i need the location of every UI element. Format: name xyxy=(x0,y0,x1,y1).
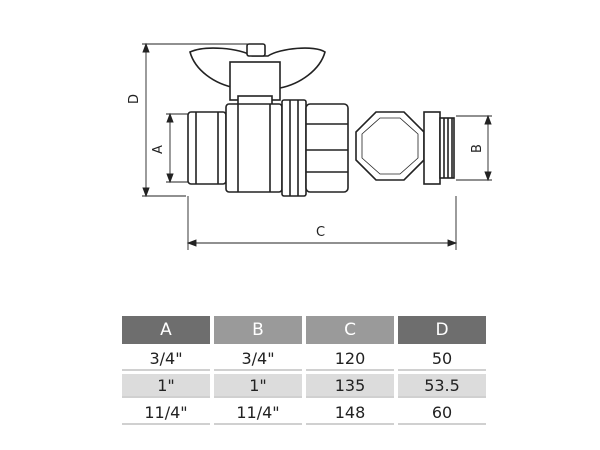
valve-stem xyxy=(229,61,281,101)
union-nut xyxy=(305,103,349,193)
table-header-row: A B C D xyxy=(122,316,486,344)
dimension-lines xyxy=(142,42,492,250)
table-cell: 148 xyxy=(306,401,394,425)
table-cell: 50 xyxy=(398,347,486,371)
table-row: 1" 1" 135 53.5 xyxy=(122,374,486,398)
body-neck xyxy=(281,99,307,197)
table-cell: 11/4" xyxy=(122,401,210,425)
table-cell: 135 xyxy=(306,374,394,398)
table-cell: 53.5 xyxy=(398,374,486,398)
table-cell: 1" xyxy=(214,374,302,398)
female-end xyxy=(187,111,227,185)
table-cell: 3/4" xyxy=(214,347,302,371)
male-end xyxy=(423,111,441,185)
table-cell: 60 xyxy=(398,401,486,425)
table-cell: 120 xyxy=(306,347,394,371)
dimension-label-b: B xyxy=(470,144,485,153)
central-body xyxy=(225,103,283,193)
dimension-label-c: C xyxy=(316,225,325,240)
table-row: 3/4" 3/4" 120 50 xyxy=(122,347,486,371)
table-header-d: D xyxy=(398,316,486,344)
table-row: 11/4" 11/4" 148 60 xyxy=(122,401,486,425)
valve-technical-drawing: D A B C xyxy=(127,42,492,250)
dimension-spec-table: A B C D 3/4" 3/4" 120 50 1" 1" 135 53.5 … xyxy=(118,313,490,428)
dimension-label-a: A xyxy=(151,145,166,154)
table-cell: 3/4" xyxy=(122,347,210,371)
table-header-b: B xyxy=(214,316,302,344)
table-header-c: C xyxy=(306,316,394,344)
table-cell: 1" xyxy=(122,374,210,398)
handle-nut xyxy=(246,43,266,57)
valve-body xyxy=(187,43,455,197)
octagon-nut xyxy=(355,111,425,181)
table-cell: 11/4" xyxy=(214,401,302,425)
dimension-label-d: D xyxy=(127,94,142,104)
table-header-a: A xyxy=(122,316,210,344)
